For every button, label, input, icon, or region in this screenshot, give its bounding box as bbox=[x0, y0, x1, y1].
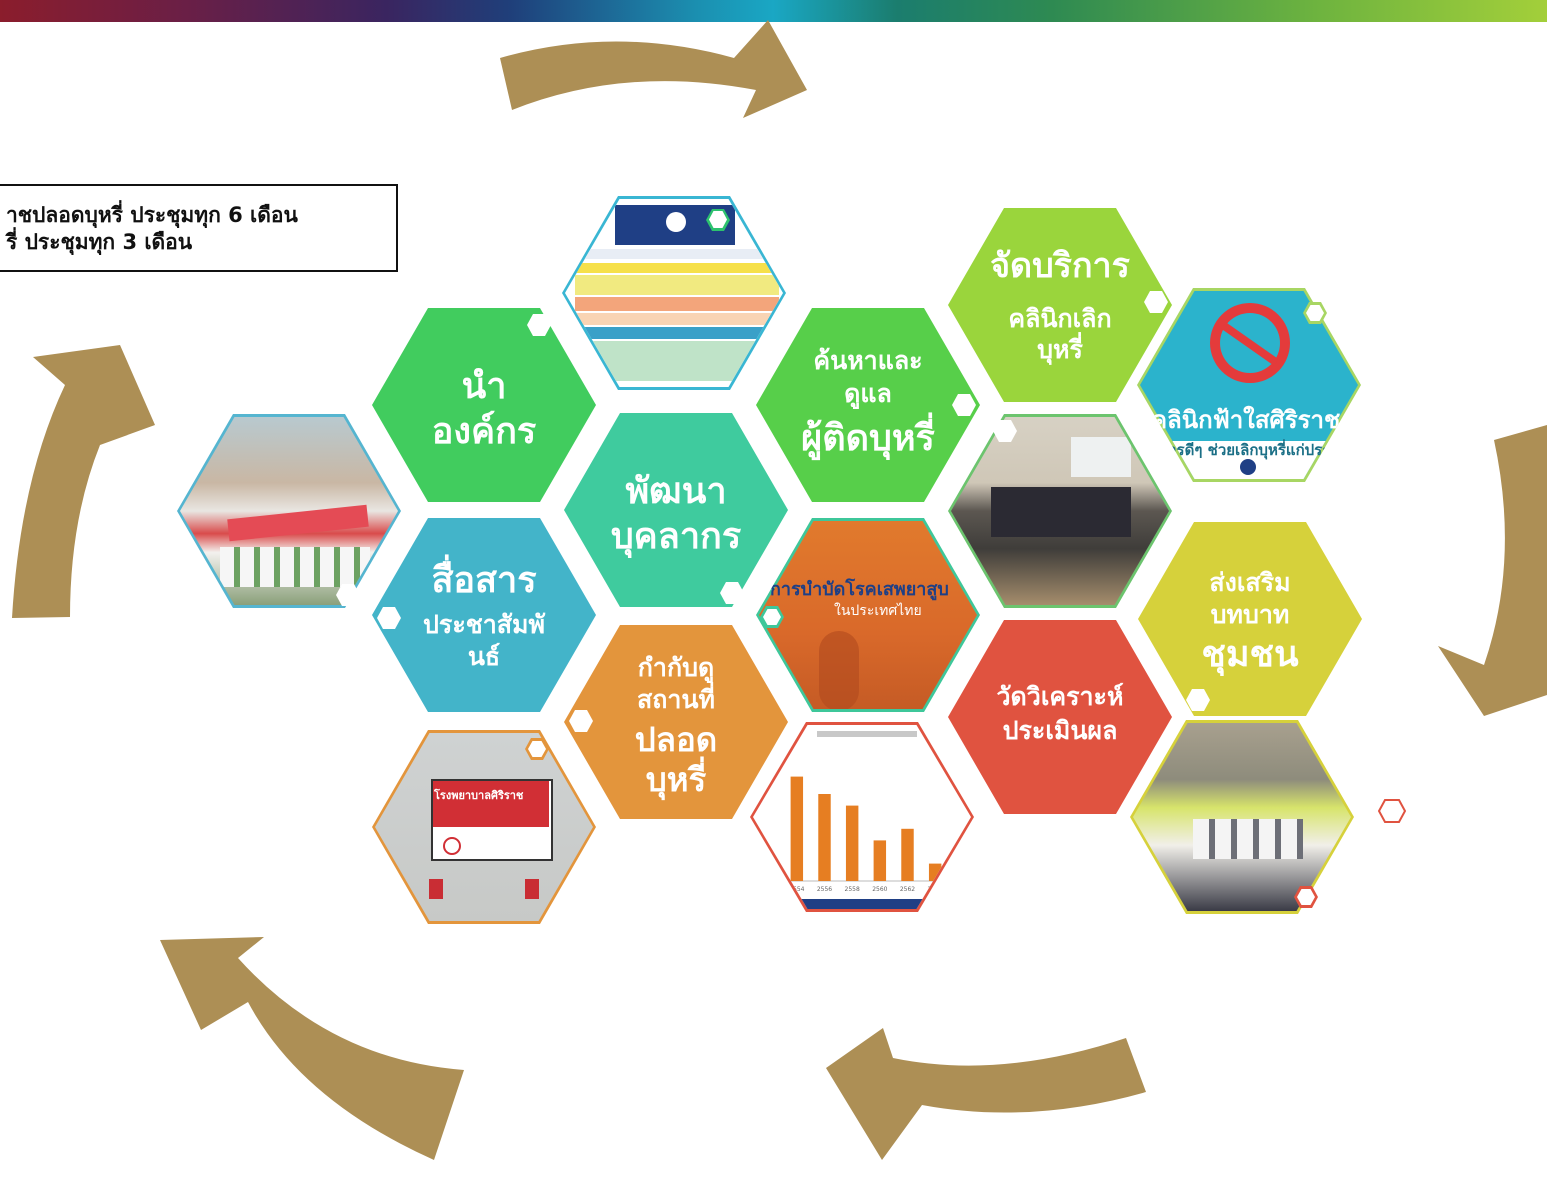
deco-hex-marker-inner bbox=[528, 741, 546, 757]
comm-line-3: นธ์ bbox=[467, 642, 501, 671]
chart-tick-label: 2558 bbox=[845, 886, 860, 893]
book-title: การบำบัดโรคเสพยาสูบ bbox=[770, 579, 949, 600]
deco-hex-marker bbox=[377, 607, 401, 629]
deco-hex-marker bbox=[527, 314, 551, 336]
community-line-3: ชุมชน bbox=[1201, 634, 1299, 675]
arrow-right bbox=[1438, 425, 1547, 716]
arrow-top bbox=[500, 20, 807, 118]
deco-hex-marker bbox=[1144, 291, 1168, 313]
chart-bar bbox=[845, 805, 859, 881]
regulate-line-1: กำกับดู bbox=[637, 653, 715, 682]
arrow-bottom-right bbox=[826, 1028, 1146, 1160]
deco-hex-marker bbox=[336, 584, 360, 606]
community-line-1: ส่งเสริม bbox=[1209, 568, 1291, 597]
find-line-1: ค้นหาและ bbox=[813, 346, 923, 375]
find-line-2: ดูแล bbox=[844, 379, 892, 408]
arrow-left bbox=[12, 345, 155, 618]
deco-hex-marker-inner bbox=[1306, 305, 1324, 321]
arrow-bottom-left bbox=[160, 937, 464, 1160]
clinic-poster-title: คลินิกฟ้าใสศิริราช bbox=[1151, 406, 1341, 434]
deco-hex-marker bbox=[993, 420, 1017, 442]
develop-line-2: บุคลากร bbox=[610, 516, 742, 557]
book-subtitle: ในประเทศไทย bbox=[834, 603, 922, 619]
service-line-2: คลินิกเลิก bbox=[1008, 304, 1112, 333]
deco-hex-marker-inner bbox=[1297, 889, 1315, 905]
photo-students-parade bbox=[1130, 720, 1354, 914]
chart-bar bbox=[790, 776, 804, 881]
deco-hex-marker-inner bbox=[709, 211, 727, 228]
deco-hex-marker-inner bbox=[763, 609, 781, 625]
note-line-1: าชปลอดบุหรี่ ประชุมทุก 6 เดือน bbox=[6, 203, 298, 227]
lead-line-1: นำ bbox=[461, 366, 507, 407]
chart-tick-label: 2556 bbox=[817, 886, 832, 893]
chart-bar bbox=[818, 794, 831, 881]
find-line-3: ผู้ติดบุหรี่ bbox=[801, 418, 935, 459]
meeting-note-box: าชปลอดบุหรี่ ประชุมทุก 6 เดือน รี่ ประชุ… bbox=[0, 184, 398, 272]
evaluate-line-2: ประเมินผล bbox=[1002, 716, 1118, 745]
outline-hex-marker bbox=[1378, 799, 1406, 823]
chart-bar bbox=[873, 840, 887, 881]
chart-tick-label: 2554 bbox=[789, 886, 804, 893]
hex-community-role: ส่งเสริม บทบาท ชุมชน bbox=[1138, 522, 1362, 716]
deco-hex-marker bbox=[1186, 689, 1210, 711]
deco-hex-marker bbox=[569, 710, 593, 732]
regulate-line-3: ปลอด bbox=[634, 720, 718, 759]
lead-line-2: องค์กร bbox=[431, 411, 537, 452]
regulate-line-4: บุหรี่ bbox=[645, 760, 707, 799]
chart-tick-label: 2560 bbox=[872, 886, 887, 893]
evaluate-line-1: วัดวิเคราะห์ bbox=[996, 682, 1124, 711]
comm-line-1: สื่อสาร bbox=[431, 560, 537, 601]
chart-tick-label: 2562 bbox=[900, 886, 915, 893]
sign-title: โรงพยาบาลศิริราช bbox=[434, 789, 524, 802]
deco-hex-marker bbox=[952, 394, 976, 416]
clinic-poster-subtitle: ริการดีๆ ช่วยเลิกบุหรี่แก่ประ bbox=[1151, 441, 1331, 459]
develop-line-1: พัฒนา bbox=[625, 471, 727, 512]
community-line-2: บทบาท bbox=[1210, 600, 1290, 629]
comm-line-2: ประชาสัมพั bbox=[423, 610, 545, 639]
top-gradient-bar bbox=[0, 0, 1547, 22]
regulate-line-2: สถานที่ bbox=[636, 685, 715, 714]
deco-hex-marker bbox=[720, 582, 744, 604]
service-line-3: บุหรี่ bbox=[1037, 335, 1083, 364]
note-line-2: รี่ ประชุมทุก 3 เดือน bbox=[6, 230, 193, 254]
service-line-1: จัดบริการ bbox=[990, 246, 1130, 286]
chart-bar bbox=[901, 828, 914, 881]
